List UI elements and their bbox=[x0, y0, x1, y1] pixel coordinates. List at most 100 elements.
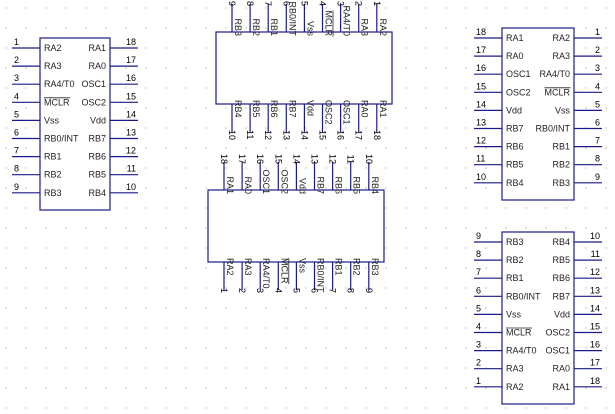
chip-body[interactable] bbox=[501, 231, 575, 405]
chip-body[interactable] bbox=[501, 27, 575, 201]
chip-body[interactable] bbox=[215, 31, 393, 105]
chip-body[interactable] bbox=[207, 189, 385, 263]
pic-middle-rotated[interactable]: 18RA117RA016OSC115OSC214Vdd13RB712RB611R… bbox=[207, 154, 385, 293]
chip-body[interactable] bbox=[39, 37, 111, 211]
